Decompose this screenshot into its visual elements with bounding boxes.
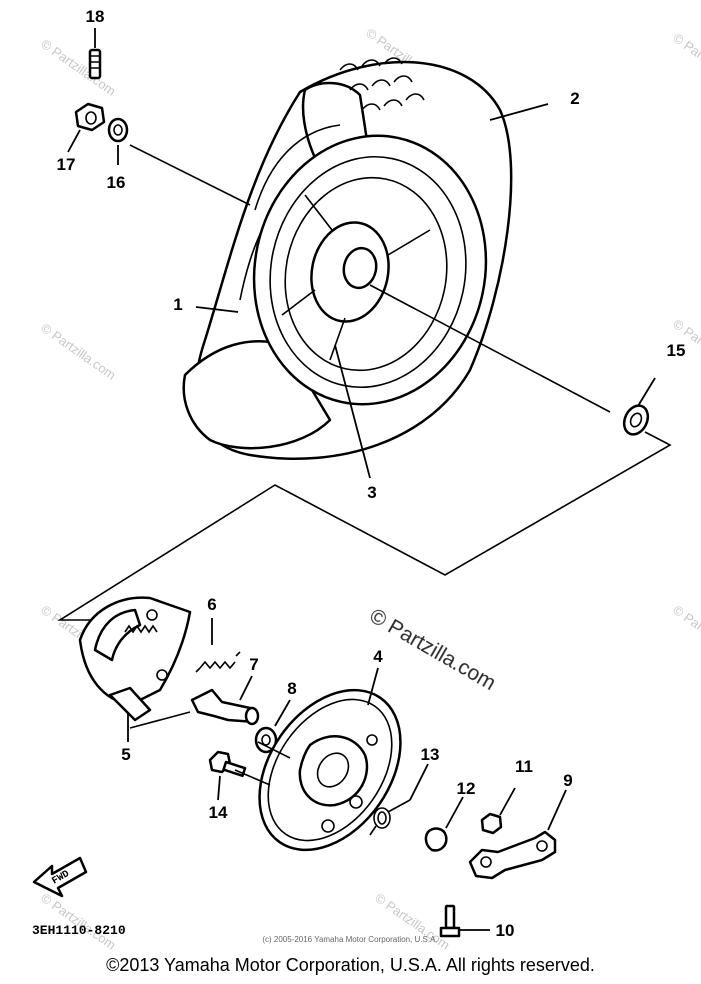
fwd-arrow-icon: FWD <box>32 856 88 898</box>
part-8-washer <box>254 726 278 754</box>
part-12-indicator <box>424 827 448 852</box>
callout-8: 8 <box>287 679 296 698</box>
callout-18: 18 <box>86 7 105 26</box>
brake-spring <box>124 624 158 634</box>
callout-2: 2 <box>570 89 579 108</box>
watermark-text: © Partzilla.com <box>38 320 118 383</box>
assembly-lines-top <box>57 144 672 621</box>
callout-5: 5 <box>121 745 130 764</box>
callout-3: 3 <box>367 483 376 502</box>
watermark-text: © Partzilla.com <box>38 36 118 99</box>
callout-13: 13 <box>421 745 440 764</box>
part-16-washer <box>107 117 129 143</box>
part-7-camshaft <box>190 688 260 726</box>
part-4-brake-plate <box>258 688 402 852</box>
callout-16: 16 <box>107 173 126 192</box>
wheel-rim <box>252 134 488 406</box>
callout-6: 6 <box>207 595 216 614</box>
callout-10: 10 <box>496 921 515 940</box>
callout-14: 14 <box>209 803 228 822</box>
callout-17: 17 <box>57 155 76 174</box>
leaders-top <box>67 28 656 479</box>
callout-9: 9 <box>563 771 572 790</box>
callout-12: 12 <box>457 779 476 798</box>
diagram-code: 3EH1110-8210 <box>32 923 126 938</box>
tire-tread <box>339 57 425 111</box>
callout-labels: 18 17 16 2 1 3 15 6 4 7 8 5 13 11 9 12 1… <box>57 7 686 940</box>
part-15-collar <box>622 404 650 436</box>
watermark-text: © Partzilla.com <box>670 30 701 93</box>
callout-11: 11 <box>515 757 533 776</box>
small-copyright: (c) 2005-2016 Yamaha Motor Corporation, … <box>262 935 437 944</box>
part-10-bolt <box>439 904 461 938</box>
leaders-bottom <box>127 618 567 931</box>
callout-15: 15 <box>667 341 686 360</box>
part-5-brake-shoe <box>78 596 192 722</box>
watermark-main: © Partzilla.com <box>366 604 500 695</box>
part-18-valve <box>88 48 102 80</box>
part-13-spring <box>369 799 411 836</box>
callout-4: 4 <box>373 647 383 666</box>
callout-1: 1 <box>173 295 182 314</box>
part-17-nut <box>74 102 106 132</box>
watermark-text: © Partzilla.com <box>38 890 118 953</box>
part-6-spring <box>195 651 241 673</box>
callout-7: 7 <box>249 655 258 674</box>
assembly-lines-bottom <box>129 711 291 786</box>
part-9-cam-lever <box>468 830 557 880</box>
part-11-nut <box>480 812 503 835</box>
copyright-notice: ©2013 Yamaha Motor Corporation, U.S.A. A… <box>106 955 595 975</box>
watermark-text: © Partzilla.com <box>670 602 701 665</box>
